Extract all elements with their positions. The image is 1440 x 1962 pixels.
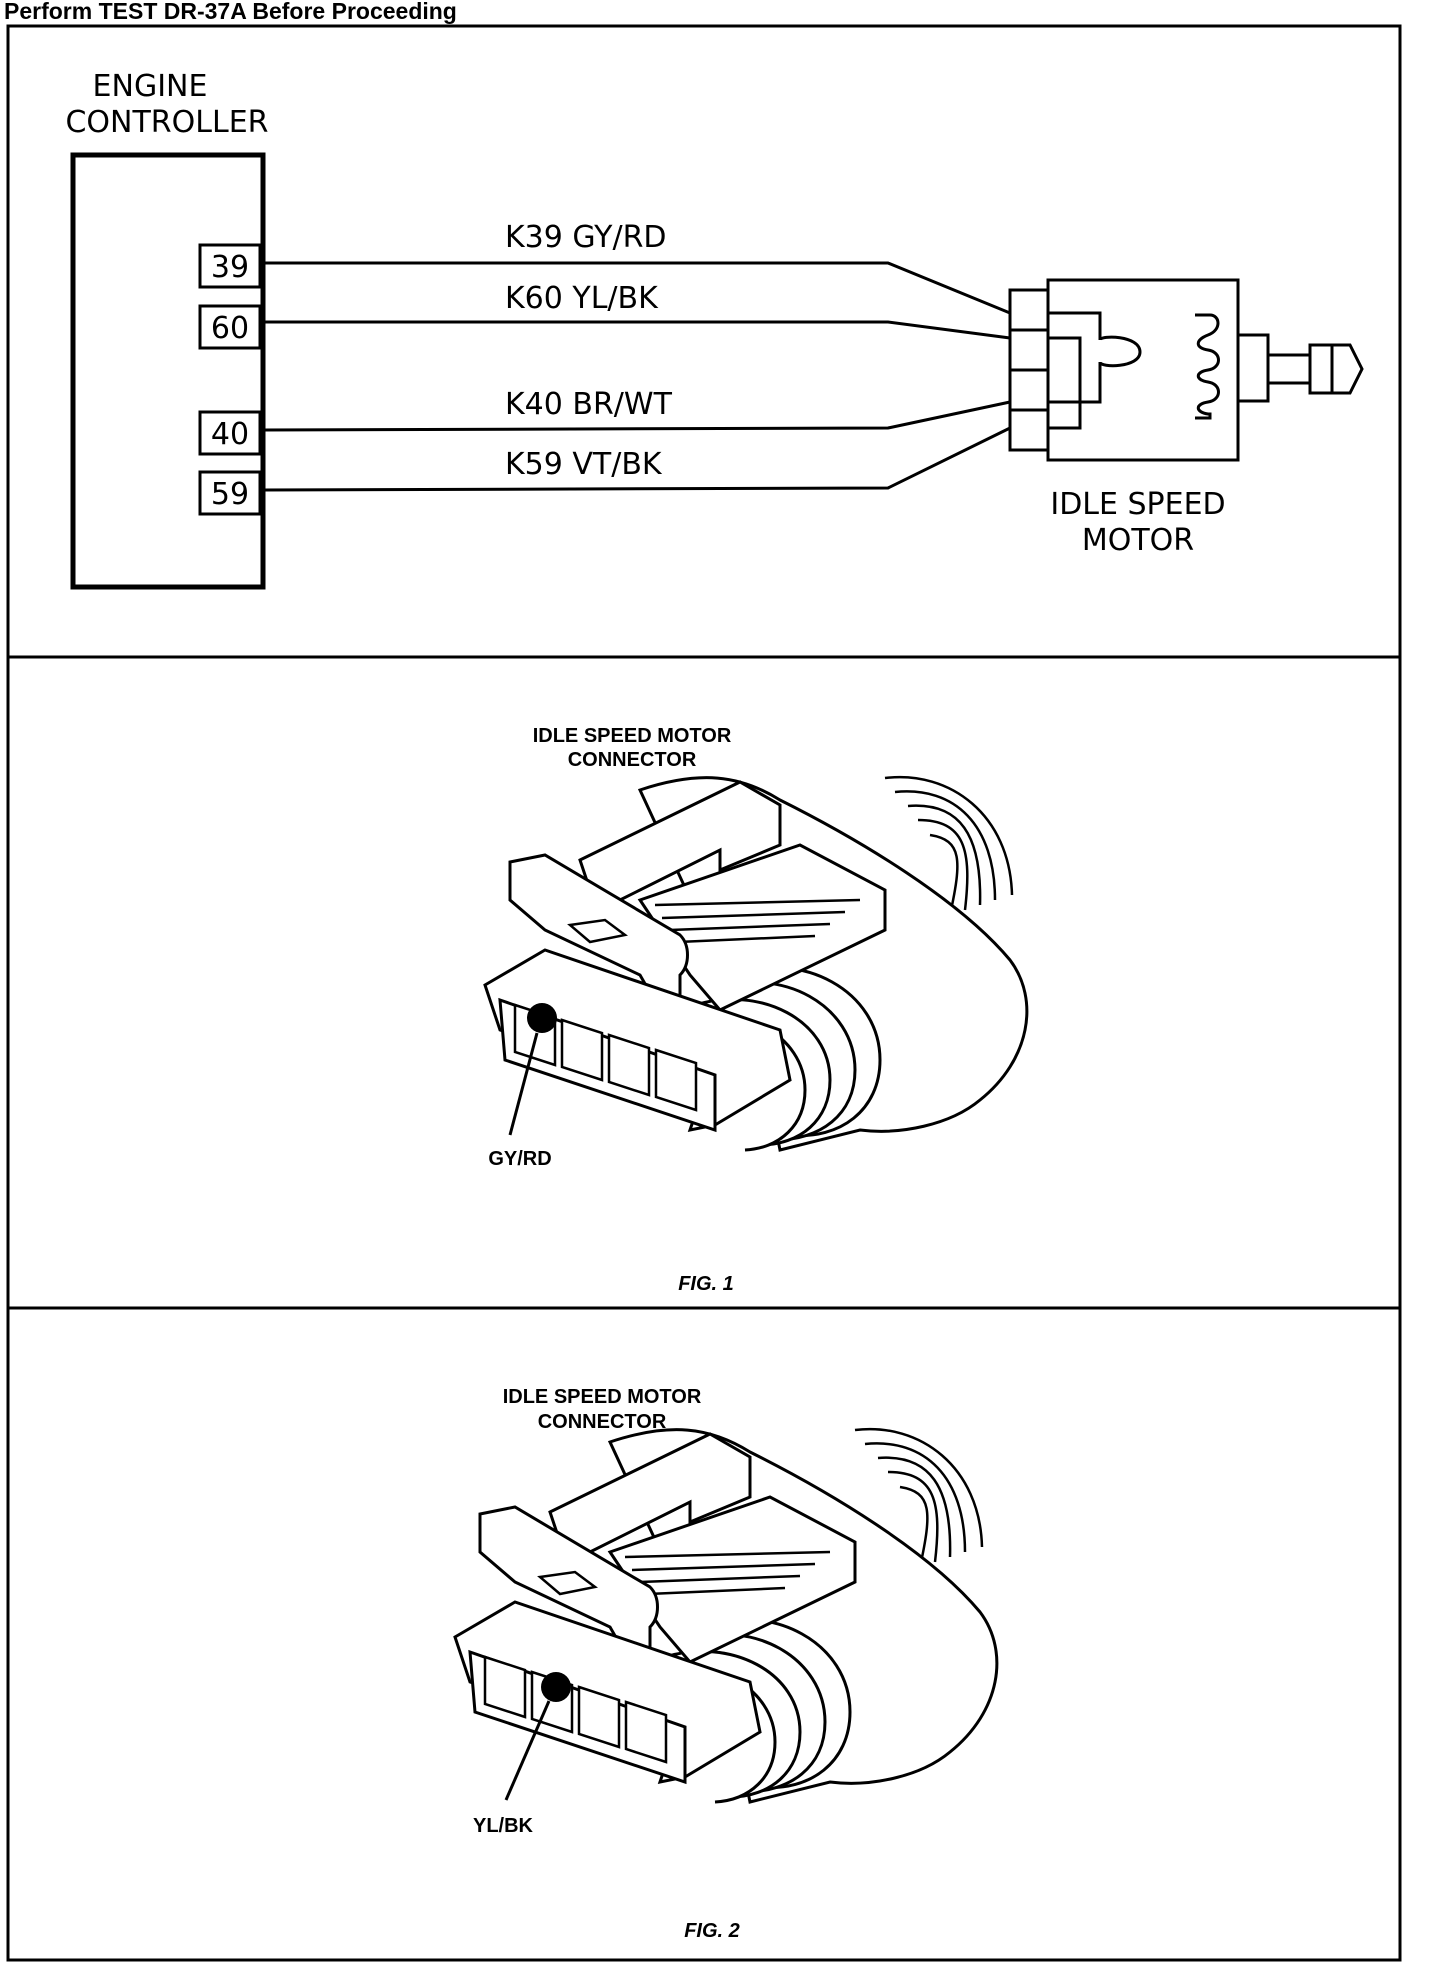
motor-label-line2: MOTOR (1082, 523, 1194, 558)
pin-number: 60 (211, 311, 249, 346)
pin-number: 39 (211, 250, 249, 285)
highlighted-pin-marker (541, 1672, 571, 1702)
pin-box (198, 304, 262, 350)
sheet-border (6, 24, 1402, 1962)
pin-leader-line (508, 1032, 539, 1136)
pin-box (198, 470, 262, 516)
figure-2-section: IDLE SPEED MOTOR CONNECTOR YL/BK FIG. 2 (453, 1386, 999, 1942)
motor-winding (1048, 336, 1082, 430)
engine-controller-box (70, 152, 266, 590)
pin-color-label: YL/BK (473, 1815, 534, 1837)
motor-plunger-shaft (1266, 353, 1312, 385)
schematic-section: ENGINE CONTROLLER 39 60 40 59 K39 GY/RD … (65, 69, 1364, 590)
page-title: Perform TEST DR-37A Before Proceeding (4, 0, 457, 24)
figure-1-section: IDLE SPEED MOTOR CONNECTOR GY/RD FIG. 1 (483, 725, 1029, 1295)
wire-k60 (263, 320, 1011, 340)
idle-speed-motor-connector-illustration (483, 775, 1029, 1152)
idle-speed-motor-connector-illustration (453, 1427, 999, 1804)
motor-plunger-mount (1236, 333, 1270, 403)
controller-label-line1: ENGINE (93, 69, 208, 104)
motor-plunger-cap (1308, 343, 1334, 395)
pin-number: 40 (211, 417, 249, 452)
wire-k40 (262, 400, 1011, 432)
motor-winding (1048, 372, 1102, 404)
connector-title-line1: IDLE SPEED MOTOR (503, 1386, 702, 1408)
motor-winding (1098, 335, 1142, 372)
pin-color-label: GY/RD (488, 1148, 551, 1170)
wire-k39 (263, 261, 1011, 315)
motor-plunger-tip (1330, 343, 1364, 395)
circuit-label: K40 BR/WT (505, 387, 673, 422)
idle-speed-motor-symbol (1008, 278, 1364, 462)
figure-caption: FIG. 1 (678, 1273, 734, 1295)
highlighted-pin-marker (527, 1003, 557, 1033)
motor-connector-cell (1008, 368, 1050, 412)
pin-box (198, 410, 262, 456)
motor-winding (1048, 311, 1102, 340)
circuit-label: K60 YL/BK (505, 281, 659, 316)
circuit-label: K39 GY/RD (505, 220, 667, 255)
motor-label-line1: IDLE SPEED (1050, 487, 1225, 522)
motor-connector-cell (1008, 328, 1050, 372)
motor-connector-cell (1008, 288, 1050, 332)
pin-number: 59 (211, 477, 249, 512)
controller-label-line2: CONTROLLER (65, 105, 268, 140)
wire-k59 (262, 426, 1011, 492)
motor-coil (1195, 313, 1220, 420)
pin-box (198, 243, 262, 289)
connector-title-line2: CONNECTOR (568, 749, 697, 771)
figure-caption: FIG. 2 (684, 1920, 740, 1942)
connector-title-line2: CONNECTOR (538, 1411, 667, 1433)
circuit-label: K59 VT/BK (505, 447, 663, 482)
motor-connector-cell (1008, 408, 1050, 452)
pin-leader-line (504, 1700, 551, 1801)
connector-title-line1: IDLE SPEED MOTOR (533, 725, 732, 747)
